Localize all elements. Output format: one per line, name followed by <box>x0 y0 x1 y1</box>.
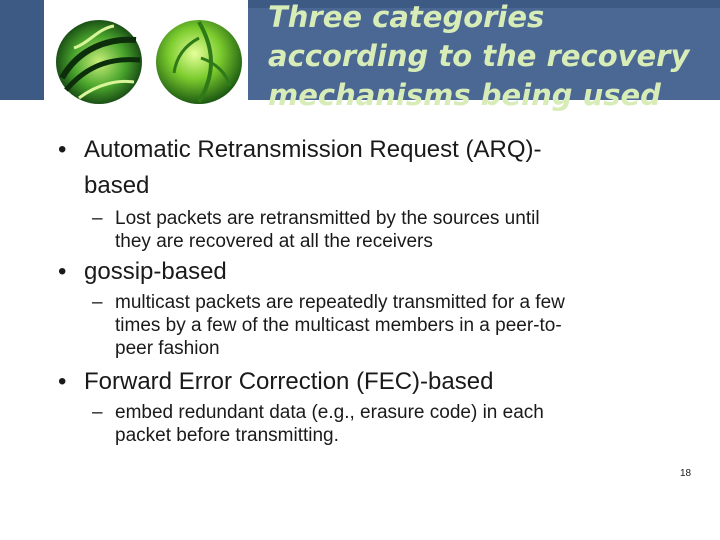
bullet-1-line-2: based <box>84 172 150 199</box>
bullet-1-line-1: Automatic Retransmission Request (ARQ)- <box>84 136 542 163</box>
sub-bullet-3-line-2: packet before transmitting. <box>115 425 339 446</box>
leaf-image-1 <box>56 20 142 104</box>
sub-bullet-2-line-3: peer fashion <box>115 338 220 359</box>
slide-title: Three categories according to the recove… <box>268 0 690 112</box>
leaf-image-2 <box>156 20 242 104</box>
bullet-marker-3: • <box>58 368 67 395</box>
page-number: 18 <box>680 468 692 479</box>
bullet-2-line-1: gossip-based <box>84 258 227 285</box>
sub-bullet-marker-2: – <box>92 292 103 313</box>
sub-bullet-marker-1: – <box>92 208 103 229</box>
bullet-marker-2: • <box>58 258 67 285</box>
bullet-marker-1: • <box>58 136 67 163</box>
sub-bullet-1-line-1: Lost packets are retransmitted by the so… <box>115 208 540 229</box>
bullet-3-line-1: Forward Error Correction (FEC)-based <box>84 368 494 395</box>
sub-bullet-1-line-2: they are recovered at all the receivers <box>115 231 433 252</box>
sub-bullet-3-line-1: embed redundant data (e.g., erasure code… <box>115 402 544 423</box>
sub-bullet-2-line-2: times by a few of the multicast members … <box>115 315 562 336</box>
sub-bullet-2-line-1: multicast packets are repeatedly transmi… <box>115 292 565 313</box>
sub-bullet-marker-3: – <box>92 402 103 423</box>
